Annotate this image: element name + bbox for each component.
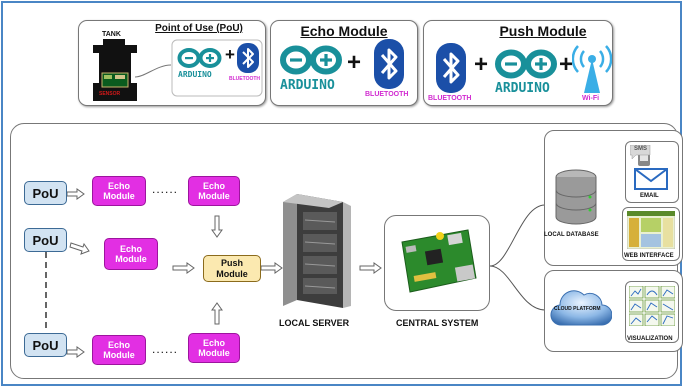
echo-module-box-2: Echo Module <box>188 176 240 206</box>
server-rack-icon <box>283 190 355 310</box>
wire-connector <box>135 61 171 81</box>
push-plus-1: + <box>474 51 489 78</box>
wifi-label: Wi-Fi <box>582 95 600 102</box>
local-database-label: LOCAL DATABASE <box>544 232 599 238</box>
visualization-label: VISUALIZATION <box>627 336 673 342</box>
pou-panel-title: Point of Use (PoU) <box>155 23 243 34</box>
web-interface-label: WEB INTERFACE <box>624 253 674 259</box>
echo-plus: + <box>347 49 362 76</box>
sensor-label: SENSOR <box>99 91 121 97</box>
pou-box-1: PoU <box>24 181 67 205</box>
ellipsis-dots-2: ...... <box>152 342 179 356</box>
local-server-label: LOCAL SERVER <box>279 318 350 328</box>
push-bluetooth-label: BLUETOOTH <box>428 95 472 102</box>
cloud-platform-label: CLOUD PLATFORM <box>554 306 601 312</box>
arduino-icon <box>177 48 223 68</box>
wifi-icon <box>572 45 612 93</box>
arduino-icon <box>494 49 558 79</box>
database-icon <box>554 169 598 227</box>
echo-module-box-5: Echo Module <box>188 333 240 363</box>
pou-arduino-label: ARDUINO <box>178 70 212 79</box>
bluetooth-icon <box>374 39 404 89</box>
push-panel-title: Push Module <box>499 23 587 39</box>
pou-box-3: PoU <box>24 333 67 357</box>
pou-box-2: PoU <box>24 228 67 252</box>
sms-label: SMS <box>634 146 648 152</box>
echo-bluetooth-label: BLUETOOTH <box>365 91 409 98</box>
ellipsis-dots-1: ...... <box>152 182 179 196</box>
web-interface-screenshot <box>627 211 675 249</box>
echo-module-box-1: Echo Module <box>92 176 146 206</box>
push-arduino-label: ARDUINO <box>495 81 550 96</box>
central-system-label: CENTRAL SYSTEM <box>396 318 479 328</box>
pou-bluetooth-label: BLUETOOTH <box>229 76 261 82</box>
email-label: EMAIL <box>640 193 659 199</box>
push-module-box: Push Module <box>203 255 261 282</box>
arduino-icon <box>279 45 343 75</box>
echo-panel-title: Echo Module <box>300 23 388 39</box>
push-plus-2: + <box>559 51 574 78</box>
echo-module-box-4: Echo Module <box>92 335 146 365</box>
cloud-platform-icon <box>550 285 612 329</box>
email-envelope-icon <box>634 168 668 190</box>
echo-module-panel: Echo Module ARDUINO + BLUETOOTH <box>270 20 418 106</box>
bluetooth-icon <box>436 43 466 93</box>
charts-grid-icon <box>629 286 675 326</box>
raspberry-pi-board-icon <box>396 226 480 296</box>
pou-plus: + <box>225 45 235 64</box>
tank-icon <box>87 39 143 103</box>
sms-phone-icon <box>630 145 656 167</box>
echo-module-box-3: Echo Module <box>104 238 158 270</box>
echo-arduino-label: ARDUINO <box>280 78 335 93</box>
bluetooth-icon <box>237 43 259 73</box>
tank-label: TANK <box>102 31 121 38</box>
pou-panel: Point of Use (PoU) TANK SENSOR ARDUINO + <box>78 20 266 106</box>
push-module-panel: Push Module BLUETOOTH + ARDUINO + Wi-Fi <box>423 20 613 106</box>
